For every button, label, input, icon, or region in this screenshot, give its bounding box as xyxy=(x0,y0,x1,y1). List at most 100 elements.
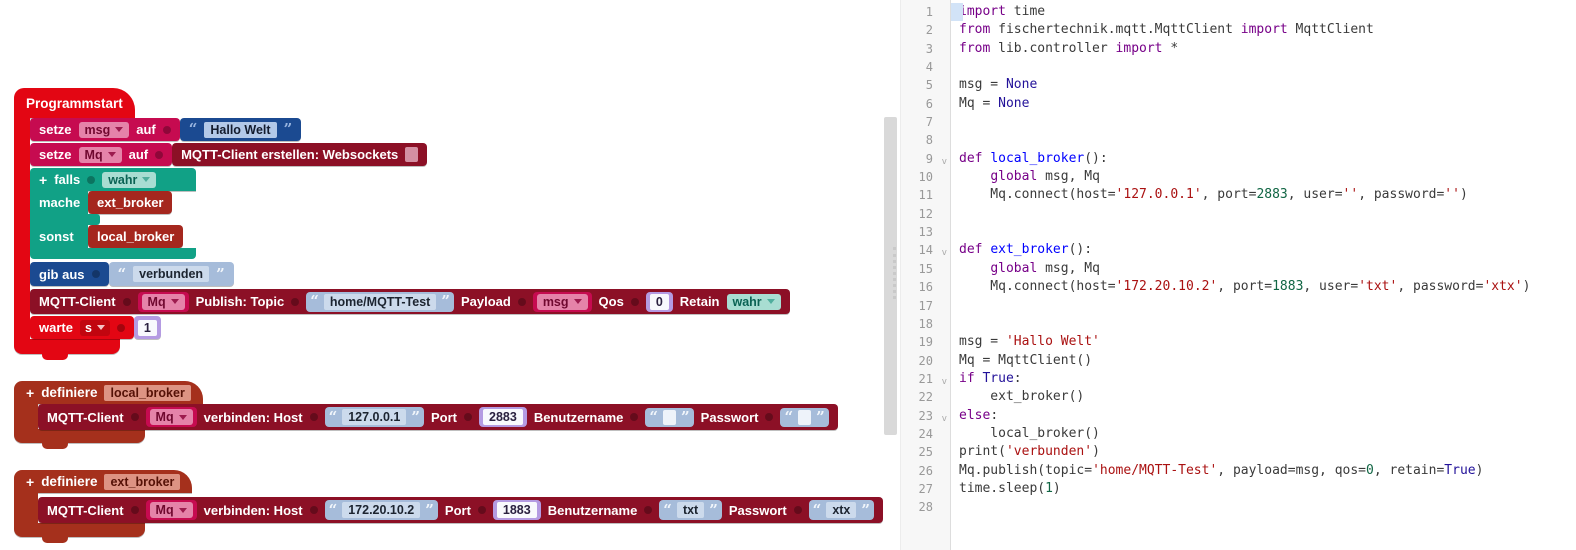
code-text[interactable]: msg = None xyxy=(951,76,1037,94)
code-line[interactable]: 11 Mq.connect(host='127.0.0.1', port=288… xyxy=(901,186,1576,205)
programmstart-block[interactable]: Programmstart xyxy=(14,88,135,118)
string-shadow-verbunden[interactable]: “ verbunden ” xyxy=(108,262,234,286)
number-shadow-port[interactable]: 1883 xyxy=(492,500,541,520)
code-text[interactable]: Mq.publish(topic='home/MQTT-Test', paylo… xyxy=(951,462,1483,480)
code-text[interactable]: import time xyxy=(951,3,1045,22)
topic-input[interactable]: home/MQTT-Test xyxy=(323,293,437,310)
variable-block-mq[interactable]: Mq xyxy=(145,500,197,520)
mqtt-connect-block-ext[interactable]: MQTT-Client Mq verbinden: Host “ 172.20.… xyxy=(38,497,884,523)
wait-block[interactable]: warte s xyxy=(30,316,134,339)
pass-input[interactable]: xtx xyxy=(826,502,857,518)
host-input[interactable]: 127.0.0.1 xyxy=(342,409,407,425)
string-shadow-topic[interactable]: “ home/MQTT-Test ” xyxy=(306,291,454,312)
number-input[interactable]: 1 xyxy=(137,319,157,336)
string-shadow-pass[interactable]: “ xtx ” xyxy=(808,500,875,520)
blockly-workspace[interactable]: Programmstart setze msg auf “ Hallo Wel xyxy=(0,0,900,550)
number-shadow-port[interactable]: 2883 xyxy=(479,407,527,427)
string-shadow-user[interactable]: “ txt ” xyxy=(659,500,722,520)
string-shadow-host[interactable]: “ 127.0.0.1 ” xyxy=(324,407,424,427)
code-text[interactable]: Mq.connect(host='172.20.10.2', port=1883… xyxy=(951,278,1530,296)
code-text[interactable]: print('verbunden') xyxy=(951,443,1100,461)
code-text[interactable]: else: xyxy=(951,407,998,425)
plus-icon[interactable]: + xyxy=(26,384,35,401)
fold-arrow-icon[interactable]: v xyxy=(941,156,947,167)
code-line[interactable]: 18 xyxy=(901,314,1576,334)
call-local-broker-block[interactable]: local_broker xyxy=(88,225,184,248)
string-block-hallo-welt[interactable]: “ Hallo Welt ” xyxy=(179,118,302,141)
variable-block-mq[interactable]: Mq xyxy=(145,407,197,427)
mqtt-connect-block-local[interactable]: MQTT-Client Mq verbinden: Host “ 127.0.0… xyxy=(38,404,838,430)
code-text[interactable]: time.sleep(1) xyxy=(951,480,1061,498)
user-input[interactable]: txt xyxy=(676,502,705,518)
plus-icon[interactable]: + xyxy=(39,171,48,188)
code-text[interactable] xyxy=(951,58,959,76)
code-text[interactable]: if True: xyxy=(951,370,1022,388)
string-shadow-user[interactable]: “ ” xyxy=(645,407,694,427)
port-input[interactable]: 1883 xyxy=(496,502,537,518)
call-ext-broker-block[interactable]: ext_broker xyxy=(88,191,173,214)
define-local-broker-block[interactable]: + definiere local_broker xyxy=(14,381,203,404)
port-input[interactable]: 2883 xyxy=(483,409,523,425)
variable-dropdown-mq[interactable]: Mq xyxy=(141,293,185,310)
code-text[interactable]: def ext_broker(): xyxy=(951,241,1092,259)
code-text[interactable]: from fischertechnik.mqtt.MqttClient impo… xyxy=(951,21,1374,39)
if-block-header[interactable]: + falls wahr xyxy=(30,168,196,191)
code-text[interactable]: ext_broker() xyxy=(951,388,1084,406)
print-block[interactable]: gib aus xyxy=(30,262,109,286)
pass-input[interactable] xyxy=(798,409,812,425)
code-text[interactable]: Mq.connect(host='127.0.0.1', port=2883, … xyxy=(951,186,1467,204)
number-shadow-qos[interactable]: 0 xyxy=(645,291,673,312)
variable-dropdown-msg[interactable]: msg xyxy=(78,121,130,138)
code-line[interactable]: 15 global msg, Mq xyxy=(901,259,1576,279)
variable-block-mq[interactable]: Mq xyxy=(137,291,189,312)
variable-dropdown-mq[interactable]: Mq xyxy=(149,409,193,425)
vertical-scrollbar[interactable] xyxy=(884,117,897,435)
code-line[interactable]: 28 xyxy=(901,498,1576,517)
code-text[interactable]: local_broker() xyxy=(951,425,1100,443)
code-line[interactable]: 16 Mq.connect(host='172.20.10.2', port=1… xyxy=(901,278,1576,297)
string-shadow-pass[interactable]: “ ” xyxy=(780,407,829,427)
code-line[interactable]: 10 global msg, Mq xyxy=(901,168,1576,187)
variable-dropdown-mq[interactable]: Mq xyxy=(149,502,193,518)
mqtt-publish-block[interactable]: MQTT-Client Mq Publish: Topic “ home/MQT… xyxy=(30,289,790,314)
boolean-shadow-retain[interactable]: wahr xyxy=(726,293,781,310)
user-input[interactable] xyxy=(663,409,677,425)
code-text[interactable]: Mq = MqttClient() xyxy=(951,352,1092,370)
variable-dropdown-mq[interactable]: Mq xyxy=(78,146,122,163)
code-text[interactable]: def local_broker(): xyxy=(951,150,1108,168)
string-input[interactable]: Hallo Welt xyxy=(204,121,277,138)
host-input[interactable]: 172.20.10.2 xyxy=(342,502,421,518)
code-line[interactable]: 13 xyxy=(901,223,1576,242)
code-text[interactable] xyxy=(951,131,959,149)
code-line[interactable]: 17 xyxy=(901,296,1576,315)
string-input[interactable]: verbunden xyxy=(133,266,210,282)
fold-arrow-icon[interactable]: v xyxy=(941,376,947,387)
code-text[interactable]: Mq = None xyxy=(951,95,1029,113)
code-text[interactable] xyxy=(951,297,959,315)
number-input[interactable]: 0 xyxy=(649,293,669,310)
code-line[interactable]: 8 xyxy=(901,131,1576,150)
boolean-shadow-wahr[interactable]: wahr xyxy=(102,171,157,188)
code-line[interactable]: 7 xyxy=(901,113,1576,132)
mqtt-create-client-block[interactable]: MQTT-Client erstellen: Websockets xyxy=(172,143,428,166)
string-shadow-host[interactable]: “ 172.20.10.2 ” xyxy=(324,500,438,520)
variable-block-msg[interactable]: msg xyxy=(532,291,592,312)
code-text[interactable]: from lib.controller import * xyxy=(951,40,1178,58)
plus-icon[interactable]: + xyxy=(26,473,35,490)
fold-arrow-icon[interactable]: v xyxy=(941,248,947,259)
code-text[interactable]: global msg, Mq xyxy=(951,168,1100,186)
websockets-checkbox[interactable] xyxy=(405,147,419,162)
